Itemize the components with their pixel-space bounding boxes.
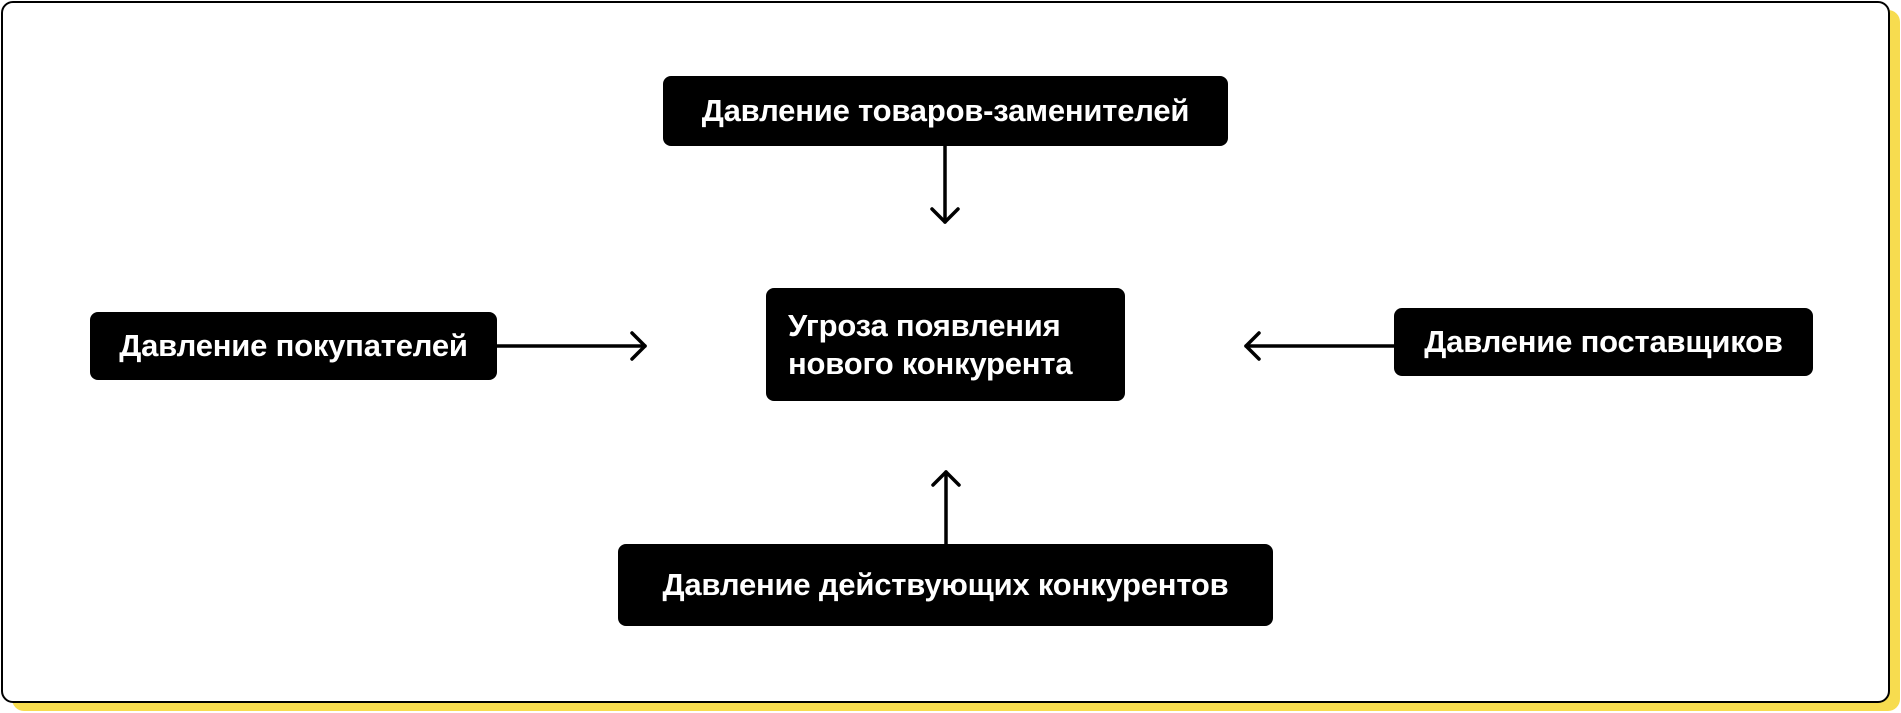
node-new-entrants-label: Угроза появления нового конкурента [788,307,1073,383]
node-new-entrants: Угроза появления нового конкурента [766,288,1125,401]
node-suppliers: Давление поставщиков [1394,308,1813,376]
node-substitutes-label: Давление товаров-заменителей [701,93,1190,128]
node-new-entrants-line-2: нового конкурента [788,345,1073,381]
node-buyers-label: Давление покупателей [119,328,468,363]
node-substitutes: Давление товаров-заменителей [663,76,1228,146]
arrow-rivals-to-center [931,470,961,546]
node-new-entrants-line-1: Угроза появления [788,307,1061,343]
arrow-substitutes-to-center [930,144,960,224]
arrow-suppliers-to-center [1244,331,1396,361]
node-rivals-label: Давление действующих конкурентов [662,567,1229,602]
arrow-buyers-to-center [495,331,647,361]
node-suppliers-label: Давление поставщиков [1424,324,1783,359]
node-rivals: Давление действующих конкурентов [618,544,1273,626]
node-buyers: Давление покупателей [90,312,497,380]
